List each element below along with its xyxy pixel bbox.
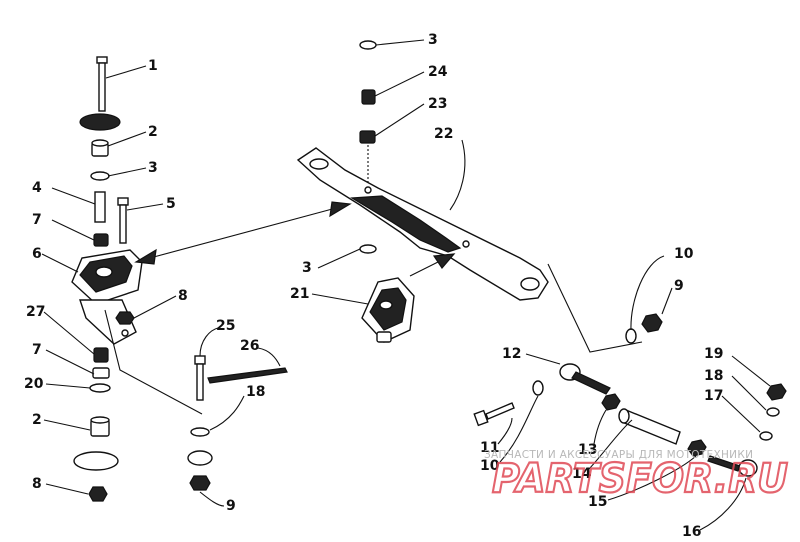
nut-part-8-lower — [88, 486, 108, 502]
washer-part-3-left — [90, 171, 110, 181]
spacer-part-27 — [92, 367, 110, 379]
callout-23: 23 — [428, 96, 447, 112]
callout-3b: 3 — [428, 32, 438, 48]
washer-part-18-right — [766, 407, 780, 417]
bolt-part-1 — [96, 56, 108, 112]
callout-7b: 7 — [32, 342, 42, 358]
callout-26: 26 — [240, 338, 259, 354]
right-linkage — [473, 313, 787, 477]
nut-part-13 — [601, 393, 621, 411]
callout-16: 16 — [682, 524, 701, 540]
washer-part-3-top — [359, 40, 377, 50]
sleeve-part-7-top — [93, 233, 109, 247]
watermark: ЗАПЧАСТИ И АКСЕССУАРЫ ДЛЯ МОТОТЕХНИКИ PA… — [484, 449, 789, 503]
bolt-part-5 — [117, 197, 129, 244]
callout-18: 18 — [246, 384, 265, 400]
callout-9: 9 — [226, 498, 236, 514]
bushing-part-24 — [361, 89, 376, 105]
callout-5: 5 — [166, 196, 176, 212]
callout-21: 21 — [290, 286, 309, 302]
mount-bracket-part-6 — [71, 249, 143, 345]
callout-2: 2 — [148, 124, 158, 140]
callout-19: 19 — [704, 346, 723, 362]
callout-27: 27 — [26, 304, 45, 320]
nut-part-15 — [687, 439, 707, 457]
rod-end-part-16 — [707, 455, 758, 477]
watermark-caption: ЗАПЧАСТИ И АКСЕССУАРЫ ДЛЯ МОТОТЕХНИКИ — [484, 449, 753, 461]
bushing-part-23 — [359, 130, 376, 144]
torque-arm-part-22 — [296, 147, 549, 301]
callout-2b: 2 — [32, 412, 42, 428]
nut-part-19 — [766, 383, 787, 401]
bracket-part-21 — [361, 277, 415, 343]
callout-17: 17 — [704, 388, 723, 404]
callout-14: 14 — [572, 466, 592, 482]
assembly-arrows — [104, 201, 643, 415]
callout-8b: 8 — [32, 476, 42, 492]
washer-part-18-left — [190, 427, 210, 437]
callout-9b: 9 — [674, 278, 684, 294]
watermark-brand: PARTSFOR.RU — [492, 456, 788, 502]
washer-part-3-under-arm — [359, 244, 377, 254]
callout-15: 15 — [588, 494, 607, 510]
callout-11: 11 — [480, 440, 499, 456]
bushing-part-2-top — [91, 139, 109, 157]
rubber-cushion-lower — [73, 451, 119, 471]
left-mount-stack — [71, 56, 143, 502]
washer-part-10-upper — [625, 328, 637, 344]
callout-13: 13 — [578, 442, 597, 458]
nut-part-9-right — [641, 313, 663, 333]
spacer-part-4 — [94, 191, 106, 223]
callout-10: 10 — [674, 246, 694, 262]
callout-25: 25 — [216, 318, 235, 334]
nut-part-8-upper — [115, 311, 135, 325]
callout-12: 12 — [502, 346, 521, 362]
bushing-lower-center — [187, 450, 213, 466]
sleeve-part-7-lower — [93, 347, 109, 363]
callout-3c: 3 — [302, 260, 312, 276]
callout-3: 3 — [148, 160, 158, 176]
callout-4: 4 — [32, 180, 42, 196]
callout-8: 8 — [178, 288, 188, 304]
washer-part-20 — [89, 383, 111, 393]
callout-labels: 1 2 3 4 5 7 6 8 27 7 20 2 8 3 24 23 22 3… — [24, 32, 723, 540]
bushing-part-2-lower — [90, 416, 110, 437]
washer-part-17 — [759, 431, 773, 441]
callout-10b: 10 — [480, 458, 500, 474]
callout-1: 1 — [148, 58, 158, 74]
rubber-cushion-top — [79, 113, 121, 131]
washer-part-10-lower — [532, 380, 544, 396]
center-top-stack — [359, 40, 377, 254]
callout-20: 20 — [24, 376, 44, 392]
rod-end-part-12 — [559, 363, 611, 395]
nut-part-9-lower — [189, 475, 211, 491]
callout-6: 6 — [32, 246, 42, 262]
center-bolt-stack — [187, 355, 288, 491]
callout-7: 7 — [32, 212, 42, 228]
tube-part-14 — [618, 408, 681, 445]
callout-24: 24 — [428, 64, 448, 80]
callout-22: 22 — [434, 126, 453, 142]
callout-18b: 18 — [704, 368, 723, 384]
rod-part-26 — [207, 367, 288, 384]
bolt-part-25 — [194, 355, 206, 365]
bolt-part-11 — [473, 402, 515, 427]
leader-lines — [41, 39, 771, 531]
